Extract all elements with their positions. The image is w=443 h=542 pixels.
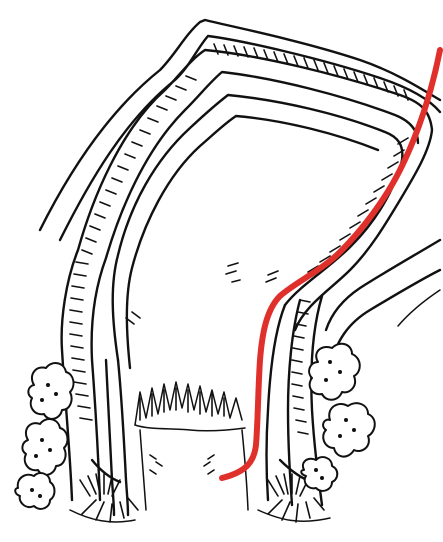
muscularis-hatching-top (214, 44, 408, 100)
inner-curve-marks (126, 271, 278, 324)
anal-columns (135, 382, 245, 431)
left-perianal-glands (15, 363, 73, 509)
